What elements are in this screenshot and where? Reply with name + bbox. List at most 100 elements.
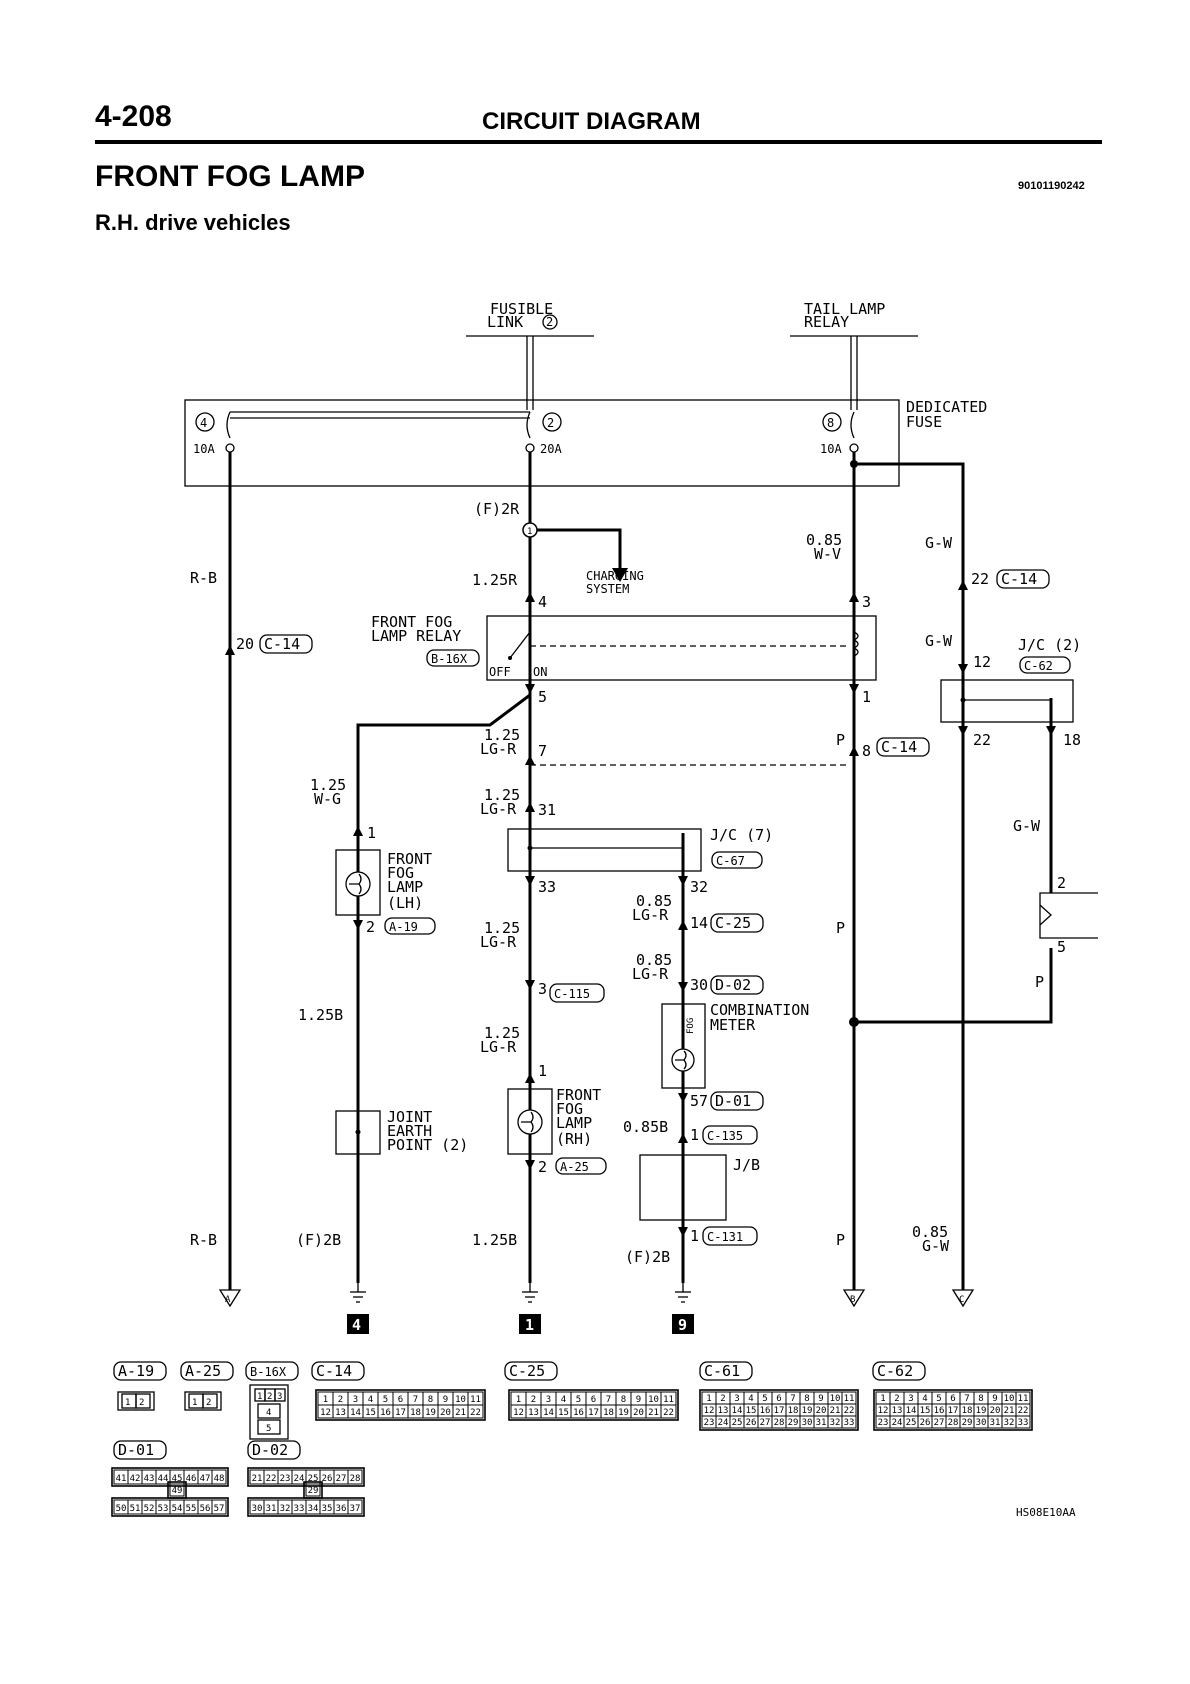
c61-cell [841,1415,857,1429]
c62-pin-10: 10 [1004,1394,1015,1404]
joint-earth-point: JOINT EARTH POINT (2) [335,1108,468,1155]
wire-lgr2-2: LG-R [480,800,517,818]
terminal-a-label: A [225,1295,231,1305]
charging-system-label-1: CHARGING [586,569,644,583]
c62-pin-23: 23 [878,1418,889,1428]
c62-cell [1015,1415,1031,1429]
relay-connector: B-16X [431,652,468,666]
a25-pin-1: 1 [192,1398,197,1408]
jc7-pin-31: 31 [538,801,556,819]
c61-pin-20: 20 [816,1406,827,1416]
view-label-d01: D-01 [118,1441,154,1459]
wire-p-4: P [836,1231,845,1249]
c14-pin-16: 16 [380,1408,391,1418]
d02-pin-27: 27 [336,1474,347,1484]
wire-p-3: P [1035,973,1044,991]
fusible-link-source: FUSIBLE LINK 2 [466,300,594,410]
wire-lgr2-1: 1.25 [484,786,520,804]
earth-9-number: 9 [678,1316,687,1334]
c14-pin-4: 4 [368,1395,373,1405]
d02-pin-34: 34 [308,1504,319,1514]
c62-pin-30: 30 [976,1418,987,1428]
c25-pin-13: 13 [528,1408,539,1418]
d02-housing [247,1497,365,1517]
d02-cell [347,1499,363,1515]
relay-pin-4: 4 [538,593,547,611]
side-connector: 2 5 [1039,874,1098,956]
d02-pin-21: 21 [252,1474,263,1484]
terminal-c: C [951,1289,975,1308]
side-connector-pin-5: 5 [1057,938,1066,956]
d01-pin-45: 45 [172,1474,183,1484]
d02-pin-29: 29 [308,1486,319,1496]
c62-pin-6: 6 [950,1394,955,1404]
c61-pin-6: 6 [776,1394,781,1404]
jc7-name: J/C (7) [710,826,773,844]
side-connector-pin-2: 2 [1057,874,1066,892]
lamp-lh-name-1: FRONT [387,850,432,868]
c62-pin-18: 18 [962,1406,973,1416]
c25-pin-2: 2 [531,1395,536,1405]
d02-pin-30: 30 [690,976,708,994]
wire-arrows [225,580,1056,1237]
c14-pin-22: 22 [971,570,989,588]
c25-pin-4: 4 [561,1395,566,1405]
d01-pin-42: 42 [130,1474,141,1484]
wire-125b-bottom: 1.25B [472,1231,517,1249]
c25-connector: C-25 [715,914,751,932]
header-rule [95,140,1102,144]
c61-pin-1: 1 [706,1394,711,1404]
view-label-d02: D-02 [252,1441,288,1459]
earth-4-number: 4 [352,1316,361,1334]
wire-labels: (F)2R 1.25R 0.85 W-V R-B R-B G-W G-W G-W… [190,500,1044,1266]
lamp-lh-name-2: FOG [387,864,414,882]
c61-pin-15: 15 [746,1406,757,1416]
d01-connector: D-01 [715,1092,751,1110]
wire-p-2: P [836,919,845,937]
c61-pin-33: 33 [844,1418,855,1428]
relay-on-label: ON [533,665,547,679]
wire-lgr4-1: 1.25 [484,1024,520,1042]
wire-wg-1: 1.25 [310,776,346,794]
lamp-rh-name-4: (RH) [556,1130,592,1148]
dedicated-fuse-box: DEDICATED FUSE 4 10A 2 20A 8 10A [184,398,987,487]
fusible-link-label-1: FUSIBLE [490,300,553,318]
d01-pin-43: 43 [144,1474,155,1484]
jc2-name: J/C (2) [1018,636,1081,654]
wire-lgr085a-1: 0.85 [636,892,672,910]
lamp-rh-connector: A-25 [560,1160,589,1174]
c14-pin-3: 3 [353,1395,358,1405]
c61-pin-29: 29 [788,1418,799,1428]
jc2-pin-22: 22 [973,731,991,749]
jc7-connector: C-67 [716,854,745,868]
c61-pin-13: 13 [718,1406,729,1416]
b16x-pin-4: 4 [266,1408,271,1418]
wire-lgr1-1: 1.25 [484,726,520,744]
c61-pin-14: 14 [732,1406,743,1416]
terminal-b-label: B [850,1295,855,1305]
relay-pin-3: 3 [862,593,871,611]
c14-pin-2: 2 [338,1395,343,1405]
dedicated-fuse-label-2: FUSE [906,413,942,431]
d02-connector: D-02 [715,976,751,994]
c14-pin-15: 15 [365,1408,376,1418]
c14-pin-11: 11 [470,1395,481,1405]
c62-pin-28: 28 [948,1418,959,1428]
wire-p-1: P [836,731,845,749]
jc2-pin-18: 18 [1063,731,1081,749]
c25-pin-10: 10 [648,1395,659,1405]
lamp-rh-pin-1: 1 [538,1062,547,1080]
c61-pin-28: 28 [774,1418,785,1428]
c61-pin-7: 7 [790,1394,795,1404]
lamp-lh-pin-2: 2 [366,918,375,936]
d01-pin-56: 56 [200,1504,211,1514]
meter-name-1: COMBINATION [710,1001,809,1019]
c14-pin-14: 14 [350,1408,361,1418]
c25-housing [508,1389,679,1421]
ground-earth-9: 9 [672,1283,694,1334]
c62-pin-24: 24 [892,1418,903,1428]
lamp-lh-name-4: (LH) [387,894,423,912]
d02-pin-32: 32 [280,1504,291,1514]
wire-f2r: (F)2R [474,500,520,518]
